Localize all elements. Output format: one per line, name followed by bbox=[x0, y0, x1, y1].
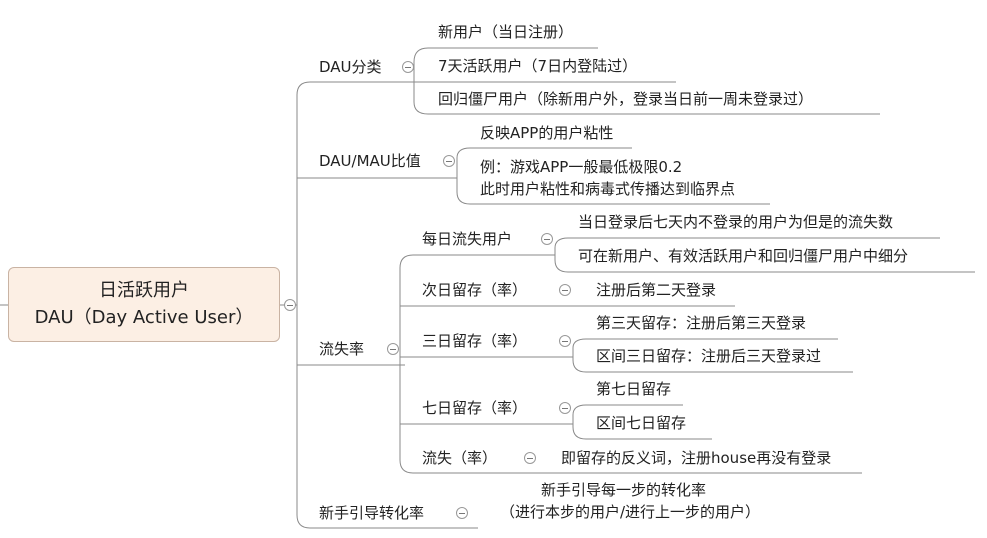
dau-class-item-zombie[interactable]: 回归僵尸用户（除新用户外，登录当日前一周未登录过） bbox=[438, 90, 814, 108]
day7-item-range[interactable]: 区间七日留存 bbox=[596, 414, 687, 432]
branch-onboarding[interactable]: 新手引导转化率 bbox=[319, 504, 425, 522]
day3-collapse-icon[interactable] bbox=[559, 335, 571, 347]
daily-lost-item-segment[interactable]: 可在新用户、有效活跃用户和回归僵尸用户中细分 bbox=[578, 247, 909, 265]
day2-collapse-icon[interactable] bbox=[559, 284, 571, 296]
dau-mau-item-example[interactable]: 例：游戏APP一般最低极限0.2 bbox=[480, 158, 683, 176]
churn-day3-retention[interactable]: 三日留存（率） bbox=[422, 332, 528, 350]
day2-item[interactable]: 注册后第二天登录 bbox=[596, 281, 717, 299]
dau-class-item-new[interactable]: 新用户（当日注册） bbox=[438, 23, 574, 41]
lost-collapse-icon[interactable] bbox=[524, 452, 536, 464]
branch-churn[interactable]: 流失率 bbox=[319, 340, 365, 358]
churn-lost-rate[interactable]: 流失（率） bbox=[422, 449, 498, 467]
dau-mau-item-threshold[interactable]: 此时用户粘性和病毒式传播达到临界点 bbox=[480, 180, 736, 198]
lost-item[interactable]: 即留存的反义词，注册house再没有登录 bbox=[561, 449, 832, 467]
churn-day7-retention[interactable]: 七日留存（率） bbox=[422, 399, 528, 417]
onboarding-item-formula[interactable]: （进行本步的用户/进行上一步的用户） bbox=[500, 503, 761, 521]
branch-dau-mau[interactable]: DAU/MAU比值 bbox=[319, 152, 421, 170]
day7-item-exact[interactable]: 第七日留存 bbox=[596, 380, 672, 398]
dau-class-item-7day[interactable]: 7天活跃用户（7日内登陆过） bbox=[438, 57, 638, 75]
dau-mau-item-stickiness[interactable]: 反映APP的用户粘性 bbox=[480, 124, 614, 142]
churn-collapse-icon[interactable] bbox=[387, 343, 399, 355]
root-collapse-icon[interactable] bbox=[284, 299, 296, 311]
day3-item-range[interactable]: 区间三日留存：注册后三天登录过 bbox=[596, 347, 822, 365]
daily-lost-item-definition[interactable]: 当日登录后七天内不登录的用户为但是的流失数 bbox=[578, 213, 894, 231]
dau-class-collapse-icon[interactable] bbox=[402, 61, 414, 73]
churn-day2-retention[interactable]: 次日留存（率） bbox=[422, 281, 528, 299]
root-node[interactable]: 日活跃用户 DAU（Day Active User） bbox=[8, 267, 280, 342]
onboarding-item-step-rate[interactable]: 新手引导每一步的转化率 bbox=[541, 481, 707, 499]
dau-mau-collapse-icon[interactable] bbox=[443, 155, 455, 167]
churn-daily-lost-users[interactable]: 每日流失用户 bbox=[422, 230, 513, 248]
onboarding-collapse-icon[interactable] bbox=[456, 507, 468, 519]
branch-dau-class[interactable]: DAU分类 bbox=[319, 58, 382, 76]
day7-collapse-icon[interactable] bbox=[559, 402, 571, 414]
root-title: 日活跃用户 bbox=[99, 280, 189, 301]
day3-item-exact[interactable]: 第三天留存：注册后第三天登录 bbox=[596, 314, 807, 332]
root-subtitle: DAU（Day Active User） bbox=[34, 307, 254, 328]
daily-lost-collapse-icon[interactable] bbox=[541, 233, 553, 245]
